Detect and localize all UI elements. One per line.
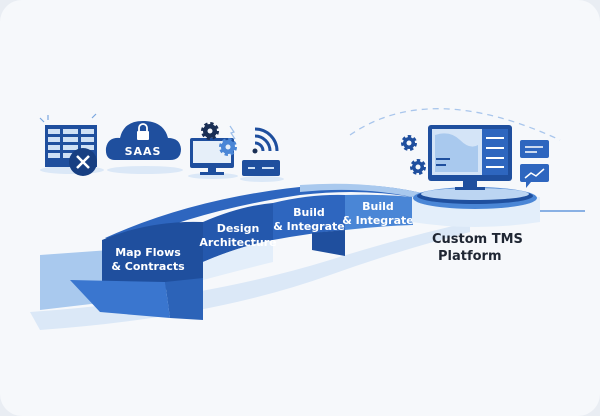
step-design-architecture: Design Architecture [199,203,277,280]
step-2-line1: Design [217,222,260,235]
router-wifi-icon [240,127,284,182]
gear-icon [401,135,426,175]
step-4-line2: & Integrate [342,214,414,227]
chat-chart-icon [520,164,549,188]
spreadsheet-error-icon [39,113,104,176]
step-1-line2: & Contracts [111,260,185,273]
step-4-line1: Build [362,200,394,213]
destination-title-line2: Platform [438,249,502,264]
saas-cloud-lock-icon: SAAS [105,120,183,174]
monitor-dashboard-icon [428,125,512,190]
destination-title-line1: Custom TMS [432,232,523,247]
step-3-line1: Build [293,206,325,219]
computer-gears-icon [188,122,238,179]
platform-pedestal [412,187,540,227]
chat-settings-icon [520,140,549,158]
saas-label: SAAS [125,145,162,158]
step-1-line1: Map Flows [115,246,181,259]
step-build-integrate-1: Build & Integrate [273,194,345,256]
step-2-line2: Architecture [199,236,276,249]
step-map-flows: Map Flows & Contracts [70,221,203,320]
dashed-arc [349,108,561,141]
step-build-integrate-2: Build & Integrate [342,194,414,230]
step-3-line2: & Integrate [273,220,345,233]
